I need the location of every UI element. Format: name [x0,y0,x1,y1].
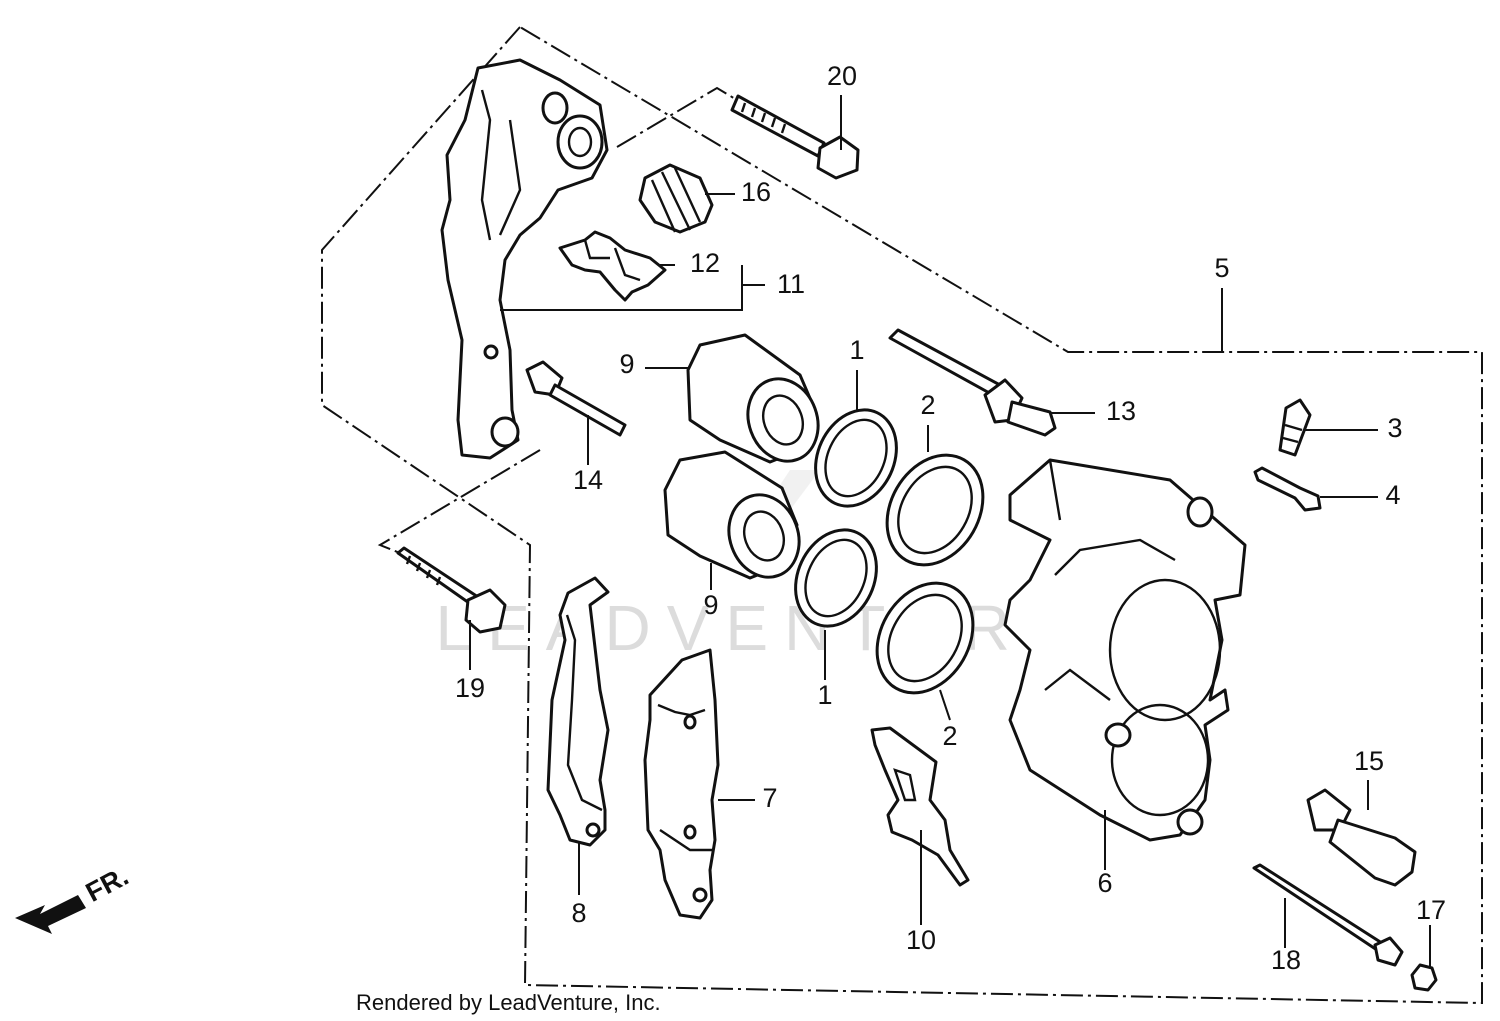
piston-seal-1-lower [794,528,878,628]
callout-4: 4 [1385,480,1400,510]
footer-credit: Rendered by LeadVenture, Inc. [356,990,661,1015]
callout-16: 16 [741,177,771,207]
callout-7: 7 [762,783,777,813]
leader-lines [469,95,1431,968]
callout-9-upper: 9 [619,349,634,379]
piston-9-lower [663,450,801,580]
bleeder-valve-3 [1278,398,1312,457]
bracket-bolt-outline [616,86,738,148]
callout-13: 13 [1106,396,1136,426]
dust-seal-2-lower [875,581,975,695]
front-direction-arrow: FR. [15,861,133,934]
brake-pad-7 [643,648,720,920]
bolt-15 [1306,788,1417,887]
bracket-lower-outline [377,449,541,554]
brake-pad-8 [546,576,610,847]
callout-15: 15 [1354,746,1384,776]
callout-1-upper: 1 [849,335,864,365]
callout-11: 11 [777,269,805,299]
caliper-body-6 [1003,458,1247,842]
watermark-text: LEADVENTURE [436,592,1085,664]
piston-seal-1-upper [814,408,898,508]
nut-17 [1410,963,1438,992]
callout-18: 18 [1271,945,1301,975]
bolt-19 [396,546,507,634]
callout-3: 3 [1387,413,1402,443]
assembly-outline [321,25,1483,1005]
callout-8: 8 [571,898,586,928]
boot-16 [638,163,714,234]
callout-5: 5 [1214,253,1229,283]
callout-6: 6 [1097,868,1112,898]
pin-bolt-14 [525,360,627,437]
callout-1-lower: 1 [817,680,832,710]
callout-10: 10 [906,925,936,955]
callout-12: 12 [690,248,720,278]
front-direction-label: FR. [81,861,133,908]
caliper-bracket [440,58,609,460]
callout-2-upper: 2 [920,390,935,420]
callout-20: 20 [827,61,857,91]
callout-17: 17 [1416,895,1446,925]
callout-2-lower: 2 [942,721,957,751]
dust-seal-2-upper [885,453,985,567]
pin-bolt-13 [888,328,1057,437]
callout-19: 19 [455,673,485,703]
pin-18 [1252,863,1404,967]
bleeder-cap-4 [1253,466,1322,512]
bolt-20 [730,94,860,180]
pad-retainer-12 [558,230,667,302]
pad-spring-10 [870,726,970,887]
callout-14: 14 [573,465,603,495]
callout-9-lower: 9 [703,590,718,620]
piston-9-upper [686,333,820,464]
